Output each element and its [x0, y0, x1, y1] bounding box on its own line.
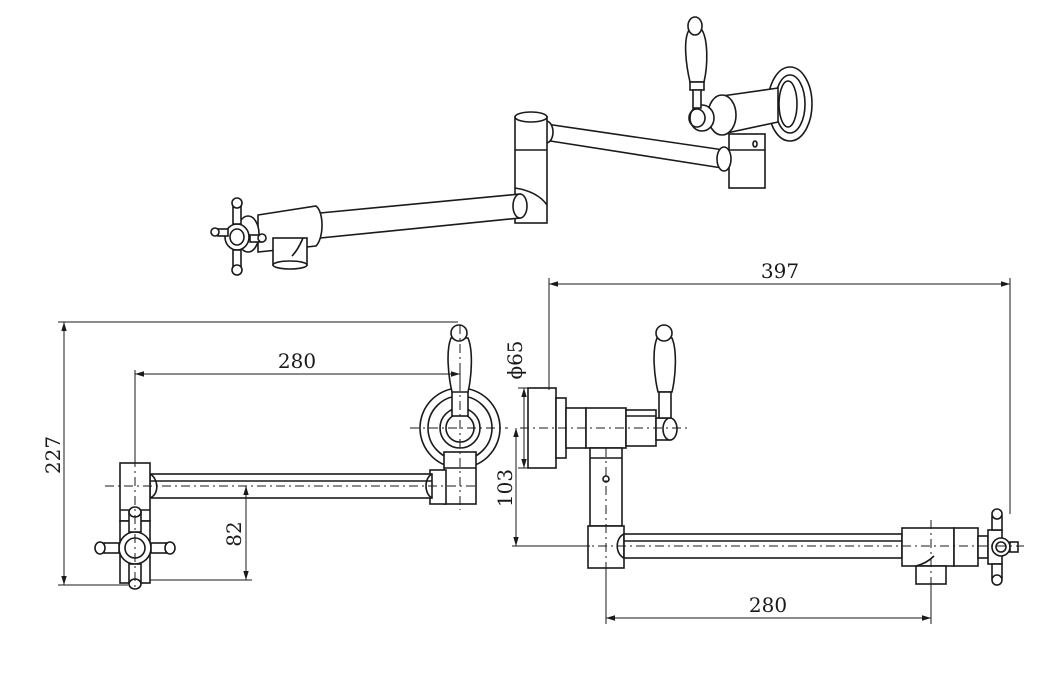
front-lever-handle — [447, 324, 473, 393]
front-center-lines — [105, 325, 508, 590]
front-dim-227-label: 227 — [41, 436, 65, 474]
iso-spout-body — [257, 205, 323, 270]
side-center-lines — [520, 427, 1024, 590]
side-dim-103-label: 103 — [493, 469, 517, 507]
side-view: 397 ϕ65 103 280 — [493, 259, 1024, 624]
side-dim-phi65: ϕ65 — [503, 340, 528, 469]
front-dim-82: 82 — [150, 486, 252, 581]
side-dim-280: 280 — [605, 568, 932, 624]
front-dim-227: 227 — [41, 321, 458, 586]
iso-cross-handle — [210, 197, 267, 276]
side-dim-397-label: 397 — [761, 259, 799, 283]
side-dim-phi65-label: ϕ65 — [503, 340, 527, 379]
side-lever-handle — [653, 324, 677, 419]
front-dim-280-label: 280 — [278, 349, 316, 373]
side-dim-397: 397 — [548, 259, 1011, 514]
side-spout-body — [901, 527, 979, 585]
side-dim-280-label: 280 — [749, 593, 787, 617]
side-cross-handle — [977, 508, 1019, 586]
iso-lever-handle — [684, 16, 708, 109]
side-valve-body — [585, 407, 678, 449]
front-view: 280 227 82 — [41, 321, 508, 590]
iso-lower-arm — [319, 193, 528, 239]
iso-wall-flange — [767, 66, 813, 142]
iso-valve-body — [688, 87, 779, 136]
front-dim-280: 280 — [134, 349, 461, 462]
iso-valve-down-pipe — [728, 133, 766, 189]
isometric-view — [210, 16, 813, 276]
side-dim-103: 103 — [493, 428, 590, 547]
front-dim-82-label: 82 — [222, 521, 246, 546]
